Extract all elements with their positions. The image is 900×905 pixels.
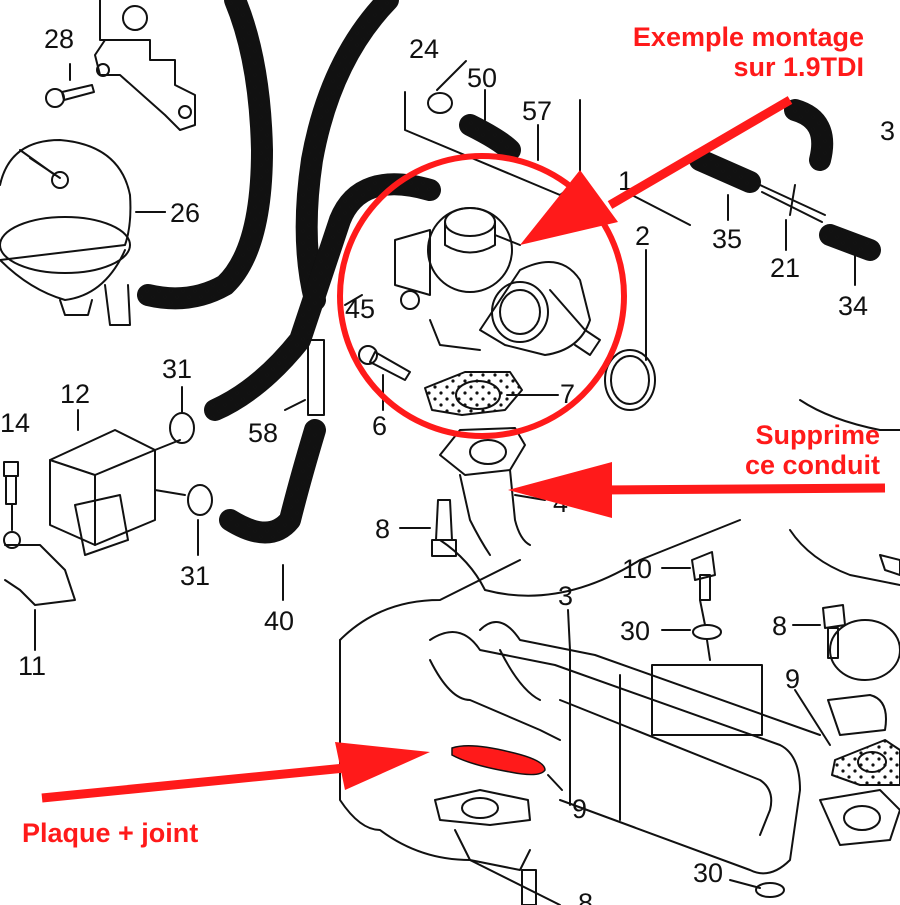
label-12: 12 [60,379,90,409]
red-annotations [41,96,886,803]
hose-40 [219,419,326,544]
arrow-example-shaft [607,96,793,209]
annotation-remove-line1: Supprime [755,420,880,450]
label-58: 58 [248,418,278,448]
label-57: 57 [522,96,552,126]
label-6: 6 [372,411,387,441]
annotation-example: Exemple montage sur 1.9TDI [562,22,864,82]
label-11: 11 [18,651,46,681]
small-part-right [879,554,900,576]
egr-valve-1 [394,207,601,356]
arrow-example-head [520,170,618,245]
engine-outline-b [339,639,561,905]
annotation-example-line1: Exemple montage [632,22,864,52]
label-30-lower: 30 [693,858,723,888]
plate-gasket-highlight [451,745,546,776]
washer-30a [692,624,722,640]
label-30-upper: 30 [620,616,650,646]
label-28: 28 [44,24,74,54]
bolt-28 [45,63,95,108]
bolt-8c [521,869,537,905]
egr-cooler-3 [429,621,821,875]
o-ring-2-inner [610,355,650,405]
clip-31a [169,412,195,444]
washer-30b [755,882,785,898]
label-3: 3 [558,581,573,611]
label-3-top: 3 [880,116,895,146]
annotation-remove: Supprime ce conduit [700,420,880,480]
label-50: 50 [467,63,497,93]
label-8-left: 8 [375,514,390,544]
bolt-14 [3,461,19,505]
label-21: 21 [770,253,800,283]
label-31-top: 31 [162,354,192,384]
flange-9-left [434,789,531,871]
arrow-plate-head [335,742,430,790]
part-number-labels: 28 26 24 50 57 1 2 35 21 34 3 45 6 7 12 … [0,24,895,905]
clip-31b [187,484,213,516]
bolt-8b [822,604,846,659]
label-2: 2 [635,221,650,251]
label-8-right: 8 [772,611,787,641]
label-14: 14 [0,408,30,438]
label-35: 35 [712,224,742,254]
tee-21 [759,184,826,223]
bolt-8a [431,499,457,557]
hose-58 [204,173,441,421]
hose-top-right [784,99,834,171]
hose-35 [689,149,761,193]
annotation-example-line2: sur 1.9TDI [733,52,864,82]
hose-mid [295,0,399,311]
label-45: 45 [345,294,375,324]
bracket-11 [3,531,76,606]
valve-12 [49,409,186,556]
annotation-remove-line2: ce conduit [744,450,880,480]
label-24: 24 [409,34,439,64]
highlight-circle [337,153,627,439]
leader-10-30 [699,599,711,661]
arrow-plate-shaft [41,763,346,803]
label-9-left: 9 [572,794,587,824]
annotation-plate: Plaque + joint [22,818,199,848]
engine-outline-a [339,519,741,641]
bracket-28 [94,0,196,131]
hose-34 [819,224,881,261]
engine-outline-c [789,399,900,586]
label-26: 26 [170,198,200,228]
bolt-10 [691,551,716,601]
gasket-7 [424,371,523,416]
label-40: 40 [264,606,294,636]
label-8-bottom: 8 [578,888,593,905]
bolt-6 [358,345,411,381]
hose-24-50 [427,92,521,161]
hose-long [137,0,273,310]
label-9-right: 9 [785,664,800,694]
o-ring-2 [604,349,656,411]
pipe-4 [439,427,531,556]
label-1: 1 [618,166,633,196]
arrow-remove-head [508,462,612,518]
label-10: 10 [622,554,652,584]
flange-9-right [819,619,900,846]
label-34: 34 [838,291,868,321]
arrow-remove-shaft [599,483,886,495]
label-31-bottom: 31 [180,561,210,591]
